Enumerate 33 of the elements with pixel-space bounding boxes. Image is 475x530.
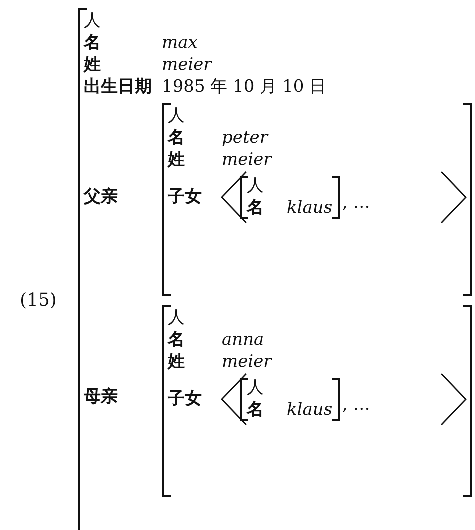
list-continuation: , … bbox=[342, 193, 370, 213]
feature-name: 名 bbox=[247, 198, 265, 219]
angle-bracket-list bbox=[222, 172, 466, 223]
type-label: 人 bbox=[247, 176, 265, 197]
feature-value: meier bbox=[222, 150, 274, 171]
feature-value: klaus bbox=[287, 198, 333, 219]
feature-name: 子女 bbox=[168, 187, 203, 208]
attribute-value-matrix bbox=[78, 8, 475, 530]
feature-name: 名 bbox=[247, 400, 265, 421]
feature-value: meier bbox=[222, 352, 274, 373]
feature-value: max bbox=[162, 33, 199, 54]
type-label: 人 bbox=[168, 106, 186, 127]
type-label: 人 bbox=[168, 308, 186, 329]
feature-name: 父亲 bbox=[84, 187, 119, 208]
feature-value: peter bbox=[222, 128, 270, 149]
feature-value: klaus bbox=[287, 400, 333, 421]
feature-value: 1985 年 10 月 10 日 bbox=[162, 77, 328, 98]
type-label: 人 bbox=[84, 11, 102, 32]
feature-name: 姓 bbox=[168, 150, 186, 171]
type-label: 人 bbox=[247, 378, 265, 399]
feature-name: 姓 bbox=[84, 55, 102, 76]
feature-name: 名 bbox=[168, 330, 186, 351]
angle-bracket-list bbox=[222, 374, 466, 425]
feature-value: meier bbox=[162, 55, 214, 76]
feature-name: 名 bbox=[84, 33, 102, 54]
feature-value: anna bbox=[222, 330, 266, 351]
feature-name: 子女 bbox=[168, 389, 203, 410]
feature-name: 出生日期 bbox=[84, 77, 153, 98]
example-number: (15) bbox=[20, 290, 57, 311]
list-continuation: , … bbox=[342, 395, 370, 415]
feature-name: 姓 bbox=[168, 352, 186, 373]
feature-name: 母亲 bbox=[84, 386, 119, 408]
feature-name: 名 bbox=[168, 128, 186, 149]
